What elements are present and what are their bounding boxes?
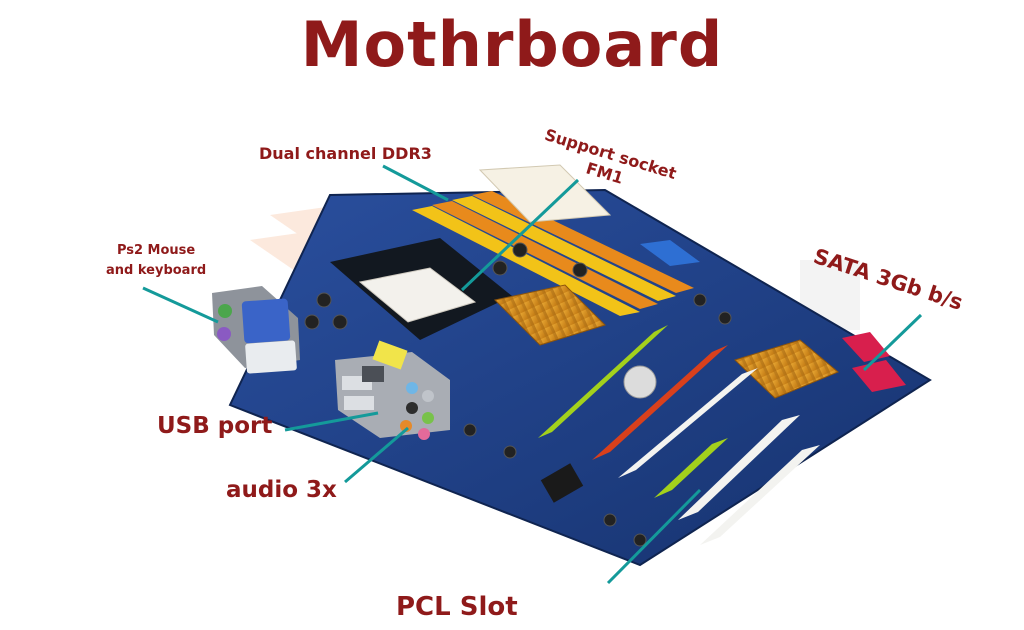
page-title: Mothrboard	[300, 8, 724, 81]
label-ps2: Ps2 Mouse and keyboard	[106, 241, 206, 281]
label-ps2-line1: Ps2 Mouse	[116, 243, 196, 258]
rear-io-panel	[212, 286, 450, 440]
leader-audio	[344, 426, 409, 484]
leader-lines	[142, 164, 923, 585]
atx-power-connector	[478, 164, 612, 223]
southbridge-heatsink	[734, 339, 839, 399]
ide-connector	[640, 240, 700, 266]
label-pcl-slot: PCL Slot	[396, 592, 518, 622]
label-ps2-line2: and keyboard	[106, 263, 207, 278]
leader-ps2	[142, 286, 219, 324]
cmos-battery	[623, 365, 657, 399]
leader-usb	[284, 411, 379, 432]
label-audio: audio 3x	[226, 477, 337, 503]
leader-ddr3	[382, 164, 449, 202]
label-dual-channel-ddr3: Dual channel DDR3	[259, 144, 432, 163]
leader-socket	[460, 178, 580, 292]
northbridge-heatsink	[493, 284, 606, 346]
cpu-socket	[358, 267, 477, 323]
label-usb-port: USB port	[157, 413, 273, 439]
leader-pcl	[606, 488, 702, 585]
ram-slots	[412, 191, 694, 316]
expansion-slots	[538, 325, 820, 545]
capacitors	[304, 242, 732, 547]
io-chip	[540, 463, 584, 503]
leader-sata	[862, 313, 923, 372]
